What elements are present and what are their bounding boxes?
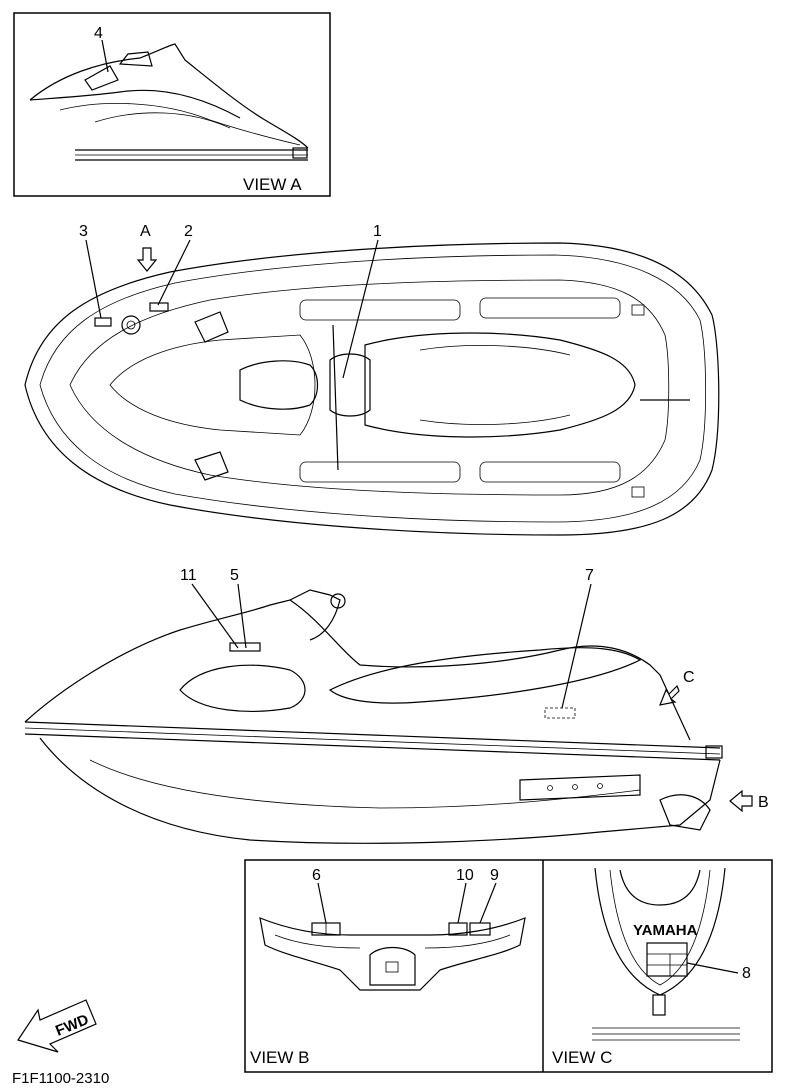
side-deck-outline [24, 599, 691, 741]
top-seat-seam [419, 345, 571, 425]
view-b-stern-outline [259, 917, 526, 991]
view-a-panel [94, 112, 231, 129]
side-grip-icon [330, 593, 346, 609]
view-c-label-8 [646, 942, 688, 977]
callout-11-leader [191, 583, 239, 649]
view-bc-inset: 6 10 9 VIEW B YAMAHA 8 VIEW C [244, 859, 773, 1073]
view-c-marker: C [683, 669, 695, 686]
top-fuel-cap [121, 315, 141, 335]
top-handlebar [332, 324, 339, 471]
view-c-brand-label: YAMAHA [633, 922, 698, 939]
top-console [239, 360, 319, 410]
callout-9: 9 [490, 867, 499, 884]
top-deck-outline [69, 279, 670, 496]
callout-5: 5 [230, 567, 239, 584]
view-a-marker: A [140, 223, 151, 240]
callout-8: 8 [742, 965, 751, 982]
top-view: 1 2 3 A [24, 223, 720, 536]
fwd-indicator: FWD [17, 999, 97, 1053]
side-console-panel [179, 664, 306, 712]
side-vent-hole-1 [547, 785, 553, 791]
top-hull-inner [39, 254, 707, 523]
side-seat [328, 647, 642, 704]
top-mirror-left [194, 311, 229, 343]
callout-7: 7 [585, 567, 594, 584]
top-rear-panel-left [479, 297, 621, 319]
side-rail-mid [24, 727, 721, 755]
view-b-arrow-icon [729, 789, 753, 813]
callout-5-leader [237, 583, 247, 649]
side-handlebar [289, 589, 341, 641]
view-b-marker: B [758, 794, 769, 811]
top-footwell-right [299, 461, 461, 483]
callout-6-leader [317, 882, 327, 924]
view-c-seat-rear [619, 869, 701, 906]
top-mirror-right [194, 451, 229, 481]
view-c-arrow-icon [659, 684, 680, 706]
callout-11: 11 [180, 567, 197, 584]
view-bc-frame [244, 859, 773, 1073]
view-a-arrow-icon [136, 247, 158, 272]
callout-7-leader [561, 583, 592, 709]
callout-10: 10 [456, 867, 474, 884]
view-c-hull-inner [609, 869, 711, 986]
top-stern-cleat-left [631, 304, 645, 316]
top-hull-outline [24, 242, 720, 536]
fwd-label: FWD [53, 1011, 91, 1040]
view-a-side-line [59, 103, 301, 146]
side-rear-vent [519, 774, 641, 801]
view-c-title: VIEW C [552, 1048, 612, 1067]
callout-6: 6 [312, 867, 321, 884]
view-a-frame [13, 12, 331, 197]
top-stern-cleat-right [631, 486, 645, 498]
drawing-code: F1F1100-2310 [12, 1070, 109, 1087]
view-b-title: VIEW B [250, 1048, 310, 1067]
side-view: 11 5 7 C B [24, 567, 769, 844]
top-label-3 [94, 317, 112, 327]
callout-1: 1 [373, 223, 382, 240]
callout-10-leader [457, 882, 467, 924]
top-fuel-cap-inner [126, 320, 136, 330]
side-rail-bottom [24, 733, 721, 761]
view-a-deck-line [29, 89, 241, 119]
callout-4-leader [101, 39, 109, 73]
side-label-7 [544, 707, 576, 719]
callout-3: 3 [79, 223, 88, 240]
side-jet-nozzle [659, 794, 711, 831]
side-hull-bottom [39, 737, 721, 844]
view-b-stern-detail [274, 934, 511, 949]
view-a-rail-cap [292, 147, 308, 159]
top-rear-panel-right [479, 461, 621, 483]
side-hull-strake [89, 759, 641, 809]
view-a-hull-outline [29, 43, 309, 149]
top-seat [364, 332, 636, 438]
callout-9-leader [479, 882, 497, 924]
callout-8-leader [686, 962, 739, 974]
view-a-inset: 4 VIEW A [13, 12, 331, 197]
top-footwell-left [299, 299, 461, 321]
view-a-mirror [118, 51, 153, 67]
callout-2-leader [157, 239, 191, 306]
callout-3-leader [85, 239, 102, 319]
callout-2: 2 [184, 223, 193, 240]
view-c-tow-hook [652, 994, 666, 1016]
side-vent-hole-3 [597, 783, 603, 789]
top-bow-panel [109, 334, 316, 436]
callout-4: 4 [94, 25, 103, 42]
side-rail-cap [705, 745, 723, 759]
view-b-nozzle-plate [385, 961, 399, 973]
view-b-nozzle [369, 946, 416, 986]
top-handlebar-hub [329, 353, 371, 417]
side-vent-hole-2 [572, 784, 578, 790]
callout-1-leader [342, 239, 379, 379]
view-a-title: VIEW A [243, 175, 302, 194]
view-a-label-patch [84, 65, 119, 91]
side-rail-top [24, 721, 721, 749]
fwd-arrow-icon [17, 999, 97, 1053]
